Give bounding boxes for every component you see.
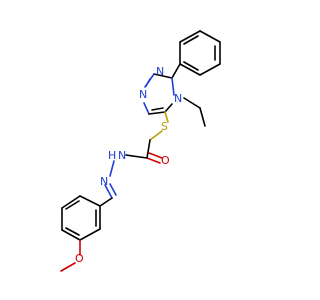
atom-n-imine: N	[100, 175, 108, 188]
atom-n-triazole-1: N	[139, 88, 147, 101]
bond-methoxy-o-ch3	[60, 262, 76, 272]
bond-n-n	[109, 160, 115, 177]
bond-phenyl-triazole	[171, 63, 181, 79]
bond-carbonyl-double-b	[148, 152, 163, 159]
atom-sulfur: S	[161, 120, 168, 133]
chemical-structure-diagram: N N N S O H N N O	[60, 30, 221, 272]
bond-imine-double-b	[109, 183, 117, 196]
structure-canvas: N N N S O H N N O	[60, 30, 221, 272]
bond-imine-double-a	[104, 184, 113, 199]
bond-carbonyl-double-a	[146, 157, 161, 164]
bond-triazole-sulfur	[164, 111, 169, 123]
bond-ch2-carbonyl	[146, 139, 151, 159]
atom-oxygen-methoxy: O	[75, 252, 84, 265]
bond-carbonyl-nh	[125, 154, 148, 159]
atom-n-triazole-4: N	[174, 92, 182, 105]
triazole-ring	[143, 73, 175, 115]
atom-n-triazole-2: N	[156, 65, 164, 78]
atom-nh-hydrogen: H	[108, 149, 116, 162]
bond-sulfur-ch2	[149, 130, 163, 141]
bond-n-ethyl	[183, 97, 201, 109]
atom-nh-nitrogen: N	[118, 149, 126, 162]
phenyl-ring-bottom	[61, 195, 101, 241]
phenyl-ring-top	[179, 30, 221, 76]
atom-oxygen-carbonyl: O	[161, 154, 170, 167]
bond-ch-ring	[99, 197, 113, 207]
bond-ethyl	[199, 107, 206, 127]
